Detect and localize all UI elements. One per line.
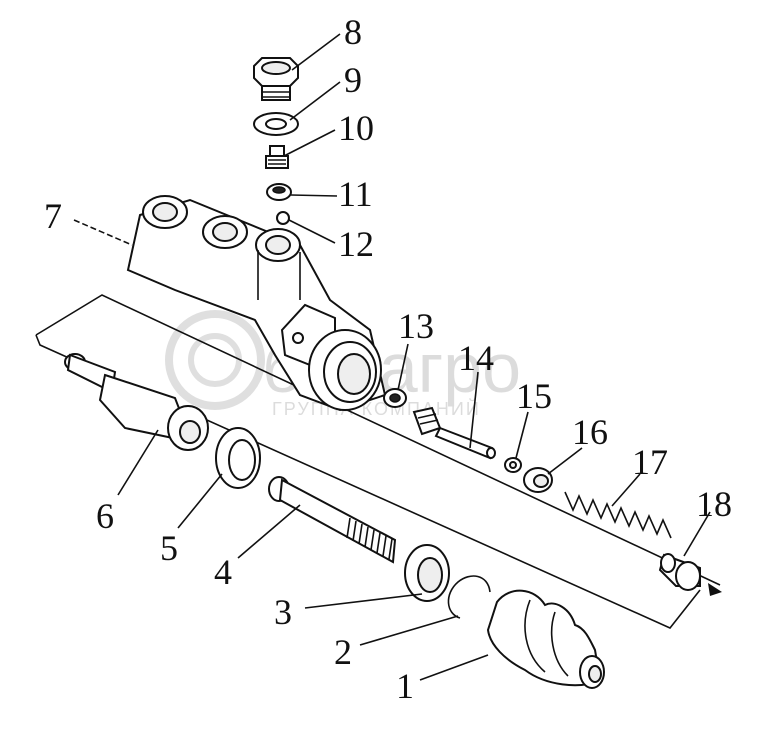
callout-8: 8 [344,12,362,52]
part-12-ball [276,211,290,225]
axis-upper-line [35,294,721,586]
part-17-spring [564,491,672,539]
callout-7: 7 [44,196,62,236]
callout-2: 2 [334,632,352,672]
part-5-seal [215,427,261,489]
axis-arrow-icon [708,583,722,596]
part-4-pushrod [268,476,397,564]
axis-lower-line [35,334,701,629]
part-6-piston [64,353,209,451]
assembly-axis [35,294,722,629]
callout-11: 11 [338,174,373,214]
callout-16: 16 [572,412,608,452]
part-8-nut [253,57,299,101]
part-16-cup [523,467,553,493]
part-18-sleeve [658,553,701,591]
callout-15: 15 [516,376,552,416]
callout-labels: 8 9 10 11 12 7 13 14 15 16 17 18 6 5 4 3… [44,12,732,706]
callout-12: 12 [338,224,374,264]
watermark-subtitle: ГРУППА КОМПАНИЙ [272,398,481,419]
part-2-circlip [447,575,491,619]
callout-13: 13 [398,306,434,346]
part-14-rod [412,406,496,460]
callout-9: 9 [344,60,362,100]
part-3-washer [404,544,450,602]
callout-10: 10 [338,108,374,148]
callout-4: 4 [214,552,232,592]
callout-6: 6 [96,496,114,536]
watermark-logo-icon [165,310,265,410]
part-10-fitting [265,145,289,169]
callout-3: 3 [274,592,292,632]
callout-1: 1 [396,666,414,706]
part-7-housing [126,195,387,412]
part-13-bushing [383,388,407,408]
part-1-boot [486,589,605,689]
callout-18: 18 [696,484,732,524]
callout-14: 14 [458,338,494,378]
callout-5: 5 [160,528,178,568]
callout-17: 17 [632,442,668,482]
leader-lines [73,33,711,681]
part-15-ring [504,457,522,473]
part-9-washer [253,112,299,136]
part-11-seat [266,183,292,201]
